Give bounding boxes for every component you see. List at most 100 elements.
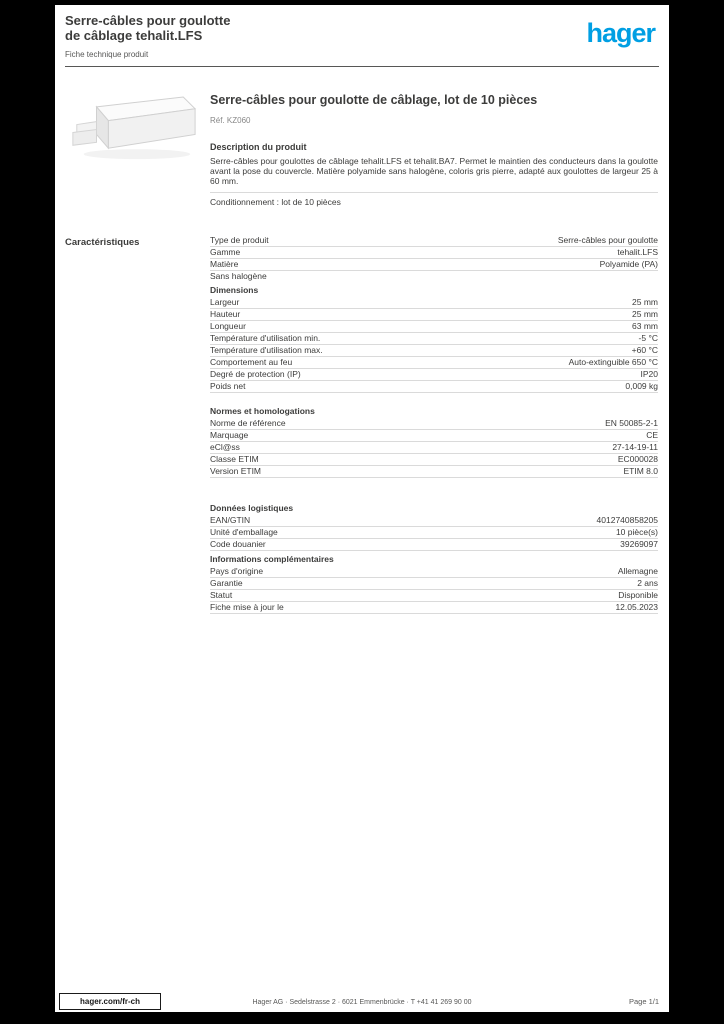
spec-value: -5 °C bbox=[638, 333, 658, 343]
spec-label: Pays d'origine bbox=[210, 566, 264, 576]
spec-value: Polyamide (PA) bbox=[599, 259, 658, 269]
spec-label: Matière bbox=[210, 259, 239, 269]
spec-value: 39269097 bbox=[620, 539, 658, 549]
spec-value: 27-14-19-11 bbox=[612, 442, 658, 452]
spec-value: 2 ans bbox=[637, 578, 658, 588]
spec-label: Garantie bbox=[210, 578, 243, 588]
spec-value: 25 mm bbox=[632, 297, 658, 307]
spec-note: Sans halogène bbox=[210, 271, 267, 281]
spec-label: Norme de référence bbox=[210, 418, 286, 428]
spec-label: Comportement au feu bbox=[210, 357, 293, 367]
spec-value: 4012740858205 bbox=[596, 515, 658, 525]
spec-label: EAN/GTIN bbox=[210, 515, 251, 525]
spec-value: Disponible bbox=[618, 590, 658, 600]
spec-value: Allemagne bbox=[617, 566, 658, 576]
spec-row: Pays d'origine Allemagne bbox=[210, 566, 658, 578]
footer-site-link[interactable]: hager.com/fr-ch bbox=[59, 993, 161, 1010]
spec-note-row: Sans halogène bbox=[210, 271, 658, 282]
spec-label: Statut bbox=[210, 590, 233, 600]
spec-row: Hauteur 25 mm bbox=[210, 309, 658, 321]
footer-page-number: Page 1/1 bbox=[628, 997, 659, 1006]
spec-row: Matière Polyamide (PA) bbox=[210, 259, 658, 271]
spec-row: Norme de référence EN 50085-2-1 bbox=[210, 418, 658, 430]
subsection-logistics: Données logistiques bbox=[210, 503, 294, 513]
subsection-dimensions: Dimensions bbox=[210, 285, 259, 295]
section-standards: Normes et homologations Norme de référen… bbox=[210, 407, 658, 478]
subsection-additional: Informations complémentaires bbox=[210, 554, 334, 564]
spec-value: ETIM 8.0 bbox=[623, 466, 658, 476]
spec-label: Classe ETIM bbox=[210, 454, 259, 464]
spec-value: CE bbox=[646, 430, 658, 440]
product-title: Serre-câbles pour goulotte de câblage, l… bbox=[210, 93, 538, 107]
spec-table-additional: Pays d'origine Allemagne Garantie 2 ans … bbox=[210, 566, 658, 614]
spec-label: Marquage bbox=[210, 430, 249, 440]
spec-row: eCl@ss 27-14-19-11 bbox=[210, 442, 658, 454]
spec-value: Auto-extinguible 650 °C bbox=[568, 357, 658, 367]
spec-label: Largeur bbox=[210, 297, 240, 307]
document-title-line2: de câblage tehalit.LFS bbox=[65, 28, 203, 43]
spec-table-standards: Norme de référence EN 50085-2-1 Marquage… bbox=[210, 418, 658, 478]
spec-table-general: Type de produit Serre-câbles pour goulot… bbox=[210, 235, 658, 271]
document-title-line1: Serre-câbles pour goulotte bbox=[65, 13, 231, 28]
spec-value: EC000028 bbox=[617, 454, 658, 464]
spec-label: Température d'utilisation min. bbox=[210, 333, 321, 343]
spec-label: Gamme bbox=[210, 247, 241, 257]
spec-label: Fiche mise à jour le bbox=[210, 602, 284, 612]
description-heading: Description du produit bbox=[210, 142, 307, 152]
spec-value: 12.05.2023 bbox=[615, 602, 658, 612]
spec-row: Classe ETIM EC000028 bbox=[210, 454, 658, 466]
footer-company-info: Hager AG · Sedelstrasse 2 · 6021 Emmenbr… bbox=[252, 999, 472, 1006]
product-info: Serre-câbles pour goulotte de câblage, l… bbox=[210, 93, 658, 207]
spec-value: IP20 bbox=[640, 369, 659, 379]
specs: Type de produit Serre-câbles pour goulot… bbox=[210, 235, 658, 614]
spec-value: 10 pièce(s) bbox=[615, 527, 658, 537]
datasheet-page: Serre-câbles pour goulotte de câblage te… bbox=[55, 5, 669, 1012]
spec-row: Marquage CE bbox=[210, 430, 658, 442]
spec-row: Température d'utilisation max. +60 °C bbox=[210, 345, 658, 357]
spec-value: +60 °C bbox=[631, 345, 658, 355]
spec-row: Fiche mise à jour le 12.05.2023 bbox=[210, 602, 658, 614]
spec-table-logistics: EAN/GTIN 4012740858205 Unité d'emballage… bbox=[210, 515, 658, 551]
description-text: Serre-câbles pour goulottes de câblage t… bbox=[210, 156, 658, 186]
spec-value: 0,009 kg bbox=[625, 381, 658, 391]
spec-table-dimensions: Largeur 25 mm Hauteur 25 mm Longueur 63 … bbox=[210, 297, 658, 393]
section-logistics: Données logistiques EAN/GTIN 40127408582… bbox=[210, 504, 658, 551]
spec-value: Serre-câbles pour goulotte bbox=[557, 235, 658, 245]
spec-row: Gamme tehalit.LFS bbox=[210, 247, 658, 259]
section-label-characteristics: Caractéristiques bbox=[65, 237, 140, 248]
hager-logo: hager bbox=[586, 18, 656, 48]
spec-row: Température d'utilisation min. -5 °C bbox=[210, 333, 658, 345]
document-subtitle: Fiche technique produit bbox=[65, 50, 149, 59]
product-image bbox=[63, 91, 201, 169]
header-divider bbox=[65, 66, 659, 67]
document-title: Serre-câbles pour goulotte de câblage te… bbox=[65, 13, 230, 43]
spec-row: Poids net 0,009 kg bbox=[210, 381, 658, 393]
spec-label: Longueur bbox=[210, 321, 246, 331]
spec-label: Type de produit bbox=[210, 235, 269, 245]
spec-row: Longueur 63 mm bbox=[210, 321, 658, 333]
spec-row: EAN/GTIN 4012740858205 bbox=[210, 515, 658, 527]
spec-label: eCl@ss bbox=[210, 442, 240, 452]
subsection-standards: Normes et homologations bbox=[210, 406, 315, 416]
spec-row: Unité d'emballage 10 pièce(s) bbox=[210, 527, 658, 539]
spec-label: Code douanier bbox=[210, 539, 266, 549]
spec-row: Type de produit Serre-câbles pour goulot… bbox=[210, 235, 658, 247]
spec-label: Degré de protection (IP) bbox=[210, 369, 301, 379]
product-render-illustration bbox=[72, 96, 197, 160]
spec-label: Poids net bbox=[210, 381, 246, 391]
spec-row: Code douanier 39269097 bbox=[210, 539, 658, 551]
spec-value: 63 mm bbox=[632, 321, 658, 331]
spec-value: EN 50085-2-1 bbox=[605, 418, 658, 428]
section-additional: Informations complémentaires Pays d'orig… bbox=[210, 555, 658, 614]
spec-value: tehalit.LFS bbox=[617, 247, 658, 257]
spec-row: Degré de protection (IP) IP20 bbox=[210, 369, 658, 381]
spec-label: Hauteur bbox=[210, 309, 241, 319]
spec-label: Version ETIM bbox=[210, 466, 262, 476]
spec-row: Comportement au feu Auto-extinguible 650… bbox=[210, 357, 658, 369]
product-reference: Réf. KZ060 bbox=[210, 116, 251, 125]
spec-row: Garantie 2 ans bbox=[210, 578, 658, 590]
spec-label: Température d'utilisation max. bbox=[210, 345, 323, 355]
spec-label: Unité d'emballage bbox=[210, 527, 278, 537]
spec-row: Version ETIM ETIM 8.0 bbox=[210, 466, 658, 478]
spec-row: Largeur 25 mm bbox=[210, 297, 658, 309]
